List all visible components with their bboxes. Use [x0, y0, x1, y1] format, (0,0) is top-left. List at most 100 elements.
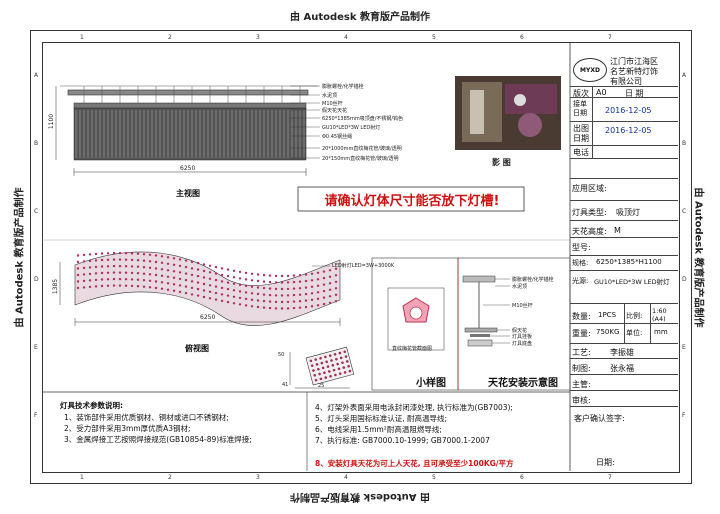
size-label: 规格:: [572, 259, 589, 267]
zone-left-F: F: [34, 412, 38, 419]
top-view-drawing: [59, 251, 341, 326]
install-caption: 天花安装示意图: [488, 378, 558, 389]
order-date-value: 2016-12-05: [605, 106, 652, 115]
zone-bottom-7: 7: [608, 474, 612, 481]
unit-value: mm: [654, 328, 668, 336]
tube-section-label: 直纹梅花管截面图: [392, 346, 433, 352]
install-label: 膨胀螺栓/化学锚栓: [512, 277, 554, 283]
photo-caption: 影 图: [492, 158, 511, 167]
front-view-drawing: [55, 85, 320, 176]
ratio-value: 1:60: [652, 307, 667, 315]
front-callout: 假天花天花: [322, 108, 348, 114]
zone-right-D: D: [682, 276, 687, 283]
zone-left-A: A: [34, 72, 39, 79]
qty-value: 1PCS: [598, 311, 617, 319]
ceiling-height-value: M: [614, 226, 621, 235]
detail-dim-a: 50: [278, 352, 285, 358]
company-name-2: 名艺新特灯饰: [610, 67, 658, 76]
zone-right-C: C: [682, 208, 687, 215]
front-callout: Φ0.45钢丝绳: [322, 134, 353, 140]
zone-bottom-5: 5: [432, 474, 436, 481]
design-label: 制图:: [572, 364, 591, 373]
front-callout: M10丝杆: [322, 101, 343, 107]
tech-note-left: 1、装饰部件采用优质钢材、铜材或进口不锈钢材;: [64, 413, 229, 422]
output-date-label: 日期: [573, 134, 589, 143]
zone-bottom-1: 1: [80, 474, 84, 481]
version-label: 版次: [573, 89, 589, 98]
sample-caption: 小样图: [416, 378, 446, 389]
front-callout: 20*1000mm直纹梅花管/玻璃/透明: [322, 146, 402, 152]
zone-right-A: A: [682, 72, 687, 79]
zone-top-5: 5: [432, 34, 436, 41]
version-value: A0: [596, 88, 607, 97]
zone-top-3: 3: [256, 34, 260, 41]
tube-section-drawing: [387, 287, 445, 351]
zone-bottom-6: 6: [520, 474, 524, 481]
ratio-sub: (A4): [652, 315, 666, 323]
drawing-frame-inner: [42, 42, 680, 473]
manager-label: 主管:: [572, 380, 591, 389]
output-date-value: 2016-12-05: [605, 126, 652, 135]
install-label: 假天花: [512, 328, 528, 334]
light-source-label: 光源:: [572, 277, 589, 285]
type-label: 灯具类型:: [572, 208, 607, 217]
zone-right-F: F: [682, 412, 686, 419]
ratio-label: 比例:: [626, 312, 643, 320]
zone-left-C: C: [34, 208, 39, 215]
zone-left-B: B: [34, 140, 39, 147]
light-source-value: GU10*LED*3W LED射灯: [594, 278, 670, 286]
drawing-frame-outer: [30, 30, 692, 484]
front-width-dim: 6250: [180, 165, 196, 172]
detail-grid-drawing: [305, 346, 355, 386]
sign-label: 客户确认签字:: [574, 414, 625, 423]
front-view-caption: 主视图: [176, 189, 200, 198]
top-width-dim: 6250: [200, 314, 216, 321]
zone-top-4: 4: [344, 34, 348, 41]
tech-note-right: 5、灯头采用国标标准认证, 耐高温导线;: [315, 414, 448, 423]
sign-date-label: 日期:: [596, 458, 615, 467]
unit-label: 单位:: [626, 329, 643, 337]
detail-dim-b: 41: [282, 382, 289, 388]
watermark-top: 由 Autodesk 教育版产品制作: [289, 12, 430, 23]
top-view-caption: 俯视图: [185, 344, 209, 353]
install-label: 水泥顶: [512, 284, 528, 290]
design-value: 张永福: [610, 364, 634, 373]
model-label: 型号:: [572, 243, 591, 252]
phone-label: 电话: [573, 148, 589, 157]
top-view-led-note: LED射灯LED=3W+3000K: [332, 263, 395, 269]
zone-bottom-4: 4: [344, 474, 348, 481]
front-callout: 水泥顶: [322, 93, 338, 99]
zone-top-1: 1: [80, 34, 84, 41]
tech-note-left: 3、金属焊接工艺按照焊接规范(GB10854-89)标准焊接;: [64, 435, 252, 444]
front-height-dim: 1100: [48, 113, 56, 130]
zone-top-7: 7: [608, 34, 612, 41]
photo-thumbnail: [455, 76, 561, 150]
notice-box: [297, 186, 525, 212]
tech-note-right: 7、执行标准: GB7000.10-1999; GB7000.1-2007: [315, 436, 490, 445]
detail-dim-c: 25: [318, 383, 325, 389]
tech-warning: 8、安装灯具天花为可上人天花, 且可承受至少100KG/平方: [315, 459, 514, 468]
front-callout: 膨胀螺栓/化学锚栓: [322, 84, 364, 90]
tech-note-right: 4、灯架外表面采用电泳封闭漆处理, 执行标准为(GB7003);: [315, 403, 513, 412]
install-label: 灯具底盘: [512, 341, 533, 347]
date-label: 日 期: [625, 89, 644, 98]
area-label: 应用区域:: [572, 184, 607, 193]
type-value: 吸顶灯: [616, 208, 640, 217]
front-callout: GU10*LED*3W LED射灯: [322, 125, 381, 131]
zone-bottom-3: 3: [256, 474, 260, 481]
craft-value: 李振雄: [610, 348, 634, 357]
output-label: 出图: [573, 124, 589, 133]
check-label: 审核:: [572, 396, 591, 405]
install-label: M10丝杆: [512, 303, 533, 309]
zone-top-2: 2: [168, 34, 172, 41]
notice-text: 请确认灯体尺寸能否放下灯槽!: [324, 194, 500, 209]
tech-heading: 灯具技术参数说明:: [60, 401, 123, 410]
install-drawing: [462, 275, 510, 347]
zone-right-E: E: [682, 344, 686, 351]
zone-top-6: 6: [520, 34, 524, 41]
tech-note-left: 2、受力部件采用3mm厚优质A3钢材;: [64, 424, 191, 433]
zone-bottom-2: 2: [168, 474, 172, 481]
ceiling-height-label: 天花高度:: [572, 227, 607, 236]
install-label: 灯具挂板: [512, 334, 533, 340]
